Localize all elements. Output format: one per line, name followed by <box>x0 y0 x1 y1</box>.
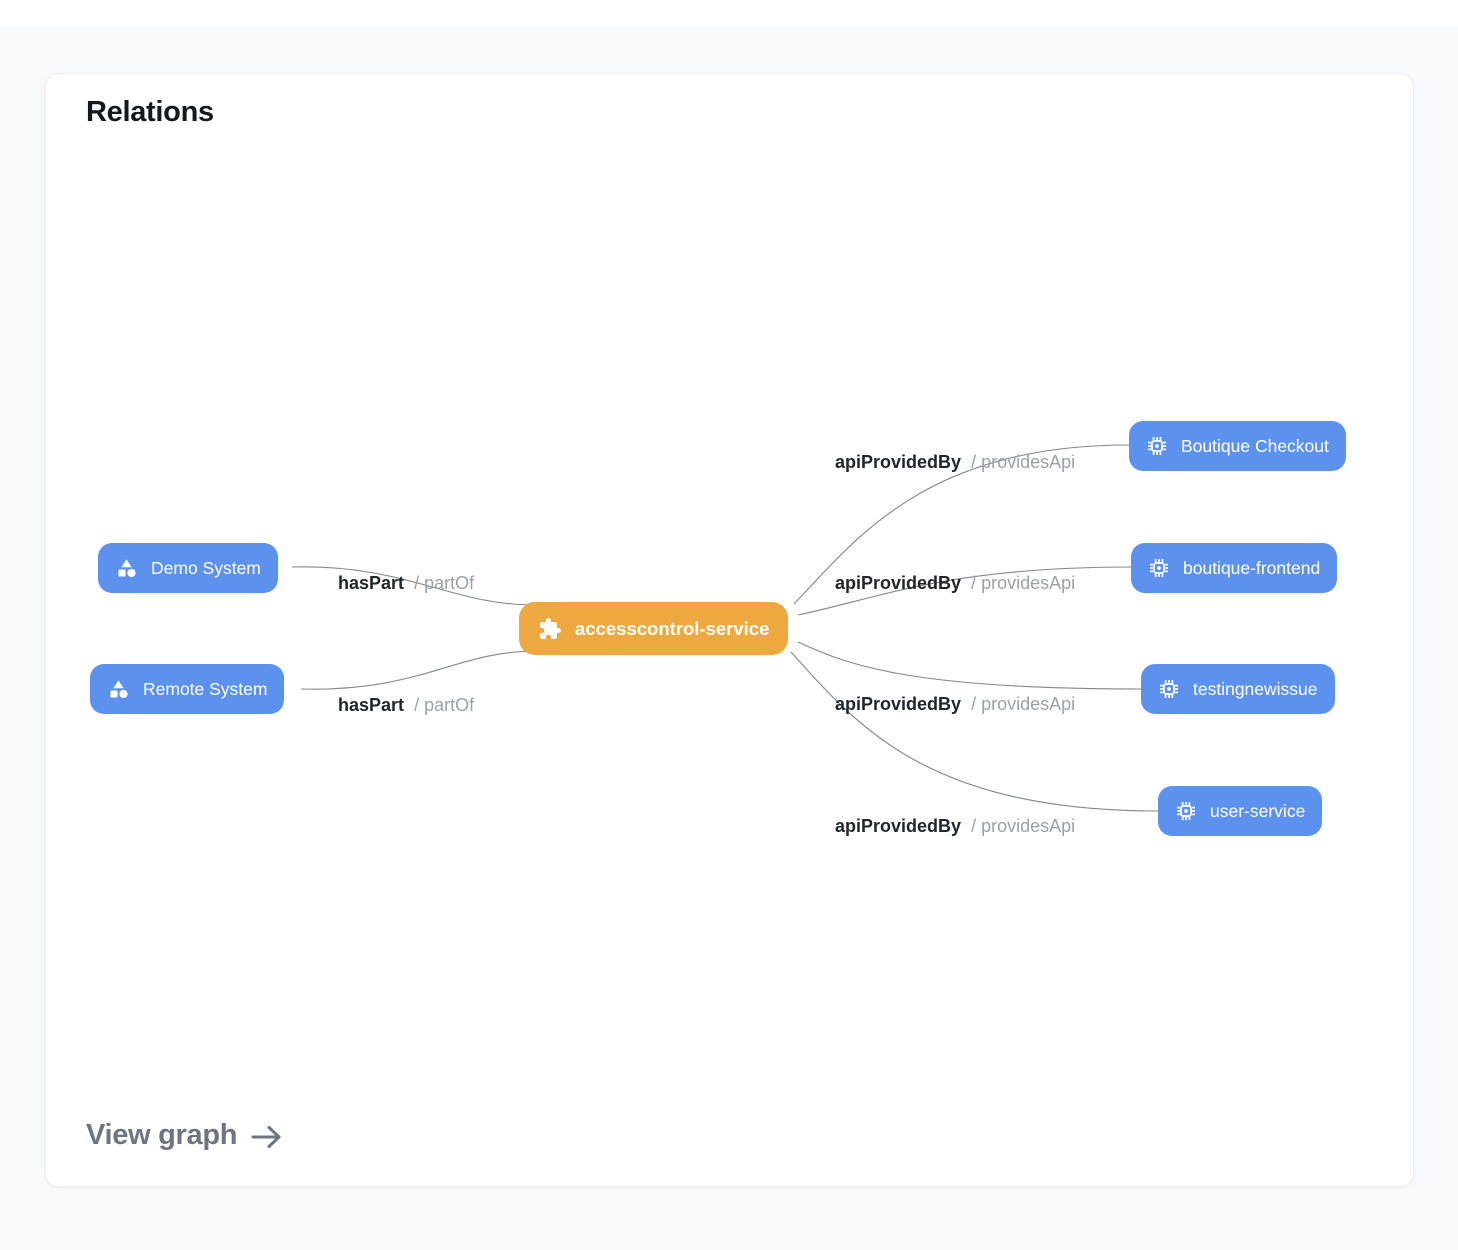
inverse-relation-label: / providesApi <box>971 816 1076 836</box>
inverse-relation-label: / providesApi <box>971 452 1076 472</box>
edge-label-api-checkout: apiProvidedBy / providesApi <box>835 452 1075 473</box>
inverse-relation-label: / partOf <box>414 573 475 593</box>
entity-node-label: Demo System <box>151 557 261 578</box>
api-chip-icon <box>1175 800 1197 822</box>
inverse-relation-label: / partOf <box>414 695 475 715</box>
relations-card: Relations Demo System <box>45 73 1414 1187</box>
entity-node-remote-system[interactable]: Remote System <box>90 664 285 714</box>
entity-node-label: boutique-frontend <box>1183 557 1321 578</box>
entity-node-label: testingnewissue <box>1193 678 1318 699</box>
relation-label: apiProvidedBy <box>835 694 962 714</box>
view-graph-label: View graph <box>86 1119 238 1151</box>
relation-label: apiProvidedBy <box>835 816 962 836</box>
edge-label-haspart-demo: hasPart / partOf <box>338 573 474 594</box>
api-chip-icon <box>1148 557 1170 579</box>
relation-label: apiProvidedBy <box>835 452 962 472</box>
api-chip-icon <box>1158 678 1180 700</box>
system-shapes-icon <box>115 557 138 580</box>
relation-label: apiProvidedBy <box>835 573 962 593</box>
view-graph-link[interactable]: View graph <box>86 1119 284 1152</box>
edge-label-api-user: apiProvidedBy / providesApi <box>835 816 1075 837</box>
entity-node-user-service[interactable]: user-service <box>1158 786 1323 836</box>
edge-testingnewissue <box>797 641 1142 690</box>
entity-node-accesscontrol-service[interactable]: accesscontrol-service <box>519 602 789 655</box>
edge-label-haspart-remote: hasPart / partOf <box>338 695 474 716</box>
entity-node-label: Boutique Checkout <box>1181 435 1329 456</box>
page-title: Relations <box>86 96 214 128</box>
arrow-right-icon <box>251 1126 281 1148</box>
inverse-relation-label: / providesApi <box>971 694 1076 714</box>
entity-node-boutique-frontend[interactable]: boutique-frontend <box>1131 543 1338 593</box>
api-chip-icon <box>1146 435 1168 457</box>
relations-diagram: Demo System Remote System <box>46 74 1413 1186</box>
entity-node-label: accesscontrol-service <box>575 617 770 639</box>
relation-label: hasPart <box>338 695 405 715</box>
entity-node-label: user-service <box>1210 800 1306 821</box>
top-strip <box>0 0 1458 26</box>
edge-label-api-frontend: apiProvidedBy / providesApi <box>835 573 1075 594</box>
edge-remote-system <box>300 650 537 690</box>
entity-node-testingnewissue[interactable]: testingnewissue <box>1141 664 1335 714</box>
inverse-relation-label: / providesApi <box>971 573 1076 593</box>
entity-node-boutique-checkout[interactable]: Boutique Checkout <box>1129 421 1346 471</box>
edge-label-api-testing: apiProvidedBy / providesApi <box>835 694 1075 715</box>
system-shapes-icon <box>107 678 130 701</box>
edge-user-service <box>790 651 1159 812</box>
relation-label: hasPart <box>338 573 405 593</box>
puzzle-piece-icon <box>538 617 562 641</box>
entity-node-label: Remote System <box>143 678 268 699</box>
entity-node-demo-system[interactable]: Demo System <box>98 543 278 593</box>
